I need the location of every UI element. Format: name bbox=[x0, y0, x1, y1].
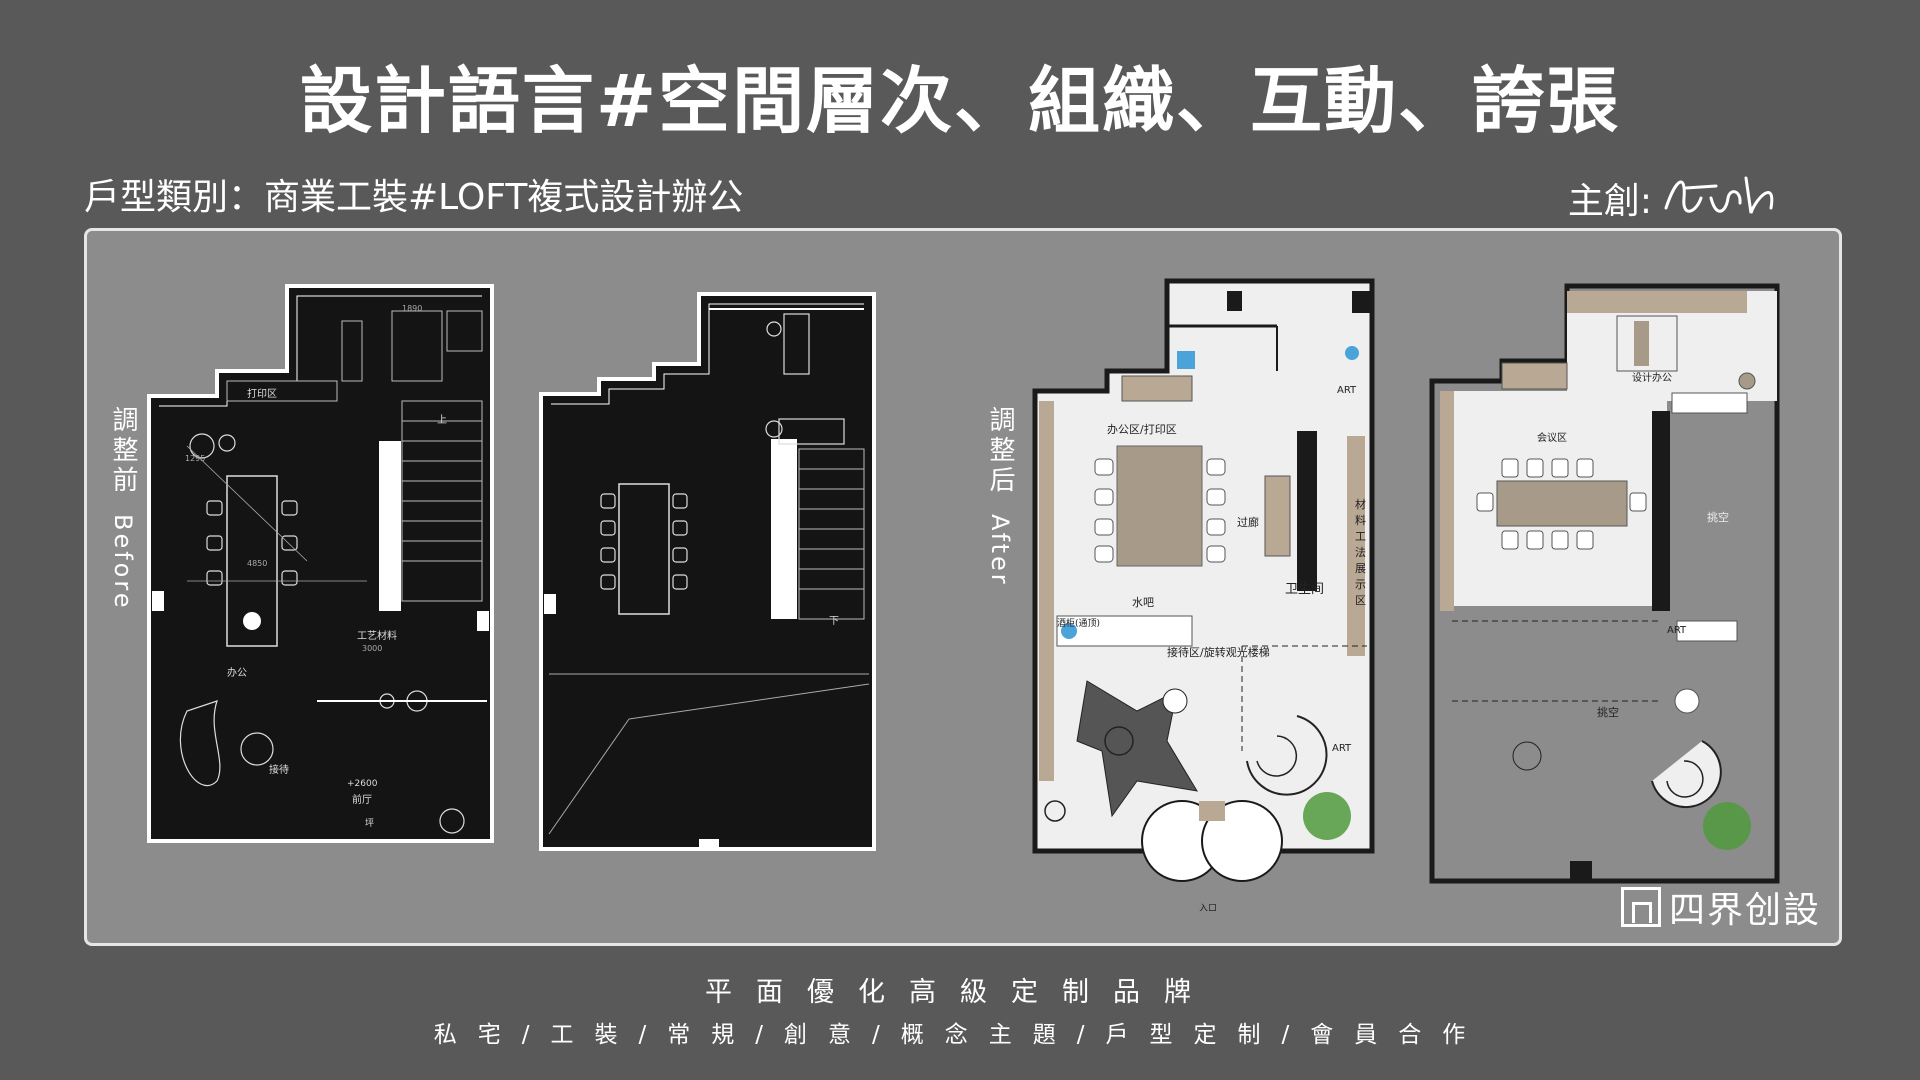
before-label-cn: 調整前 bbox=[108, 406, 138, 496]
plan1-print-label: 打印区 bbox=[247, 387, 277, 400]
plan4-meeting-label: 会议区 bbox=[1537, 431, 1567, 444]
brand-logo-icon bbox=[1620, 887, 1661, 927]
plan3-water-bar-label: 水吧 bbox=[1132, 596, 1154, 609]
plan2-stair-down-label: 下 bbox=[829, 616, 839, 627]
plan1-reception-label: 接待 bbox=[269, 763, 289, 776]
plan-before-upper: 下 bbox=[539, 292, 876, 851]
author: 主創: bbox=[1568, 168, 1786, 228]
plan3-art-label-2: ART bbox=[1332, 743, 1352, 754]
plan1-corner-label: 坪 bbox=[365, 818, 374, 829]
plan3-art-label-1: ART bbox=[1337, 385, 1357, 396]
before-label-en: Before bbox=[109, 514, 137, 611]
plan3-wine-label: 酒柜(通顶) bbox=[1057, 617, 1100, 629]
plan1-elevation-label: +2600 bbox=[347, 779, 378, 789]
plan-after-ground: 卫生间 ART 办公区/打印区 过廊 水吧 酒柜(通顶) 接待区/旋转观光楼梯 … bbox=[1032, 278, 1375, 911]
plan1-dim-3: 3000 bbox=[362, 644, 382, 653]
plan3-corridor-label: 过廊 bbox=[1237, 515, 1259, 529]
brand-name: 四界创設 bbox=[1668, 890, 1821, 931]
plan3-wc-label: 卫生间 bbox=[1285, 582, 1324, 597]
plan1-dim-1: 1295 bbox=[185, 454, 205, 463]
headline: 設計語言#空間層次、組織、互動、誇張 bbox=[299, 59, 1621, 143]
signature-icon bbox=[1664, 176, 1774, 214]
plan1-dim-4: 1890 bbox=[402, 304, 422, 313]
before-label: 調整前 Before bbox=[105, 406, 142, 610]
plan3-office-print-label: 办公区/打印区 bbox=[1107, 422, 1177, 436]
after-label: 調整后 After bbox=[982, 406, 1019, 587]
project-type-subtitle: 戶型類別：商業工裝#LOFT複式設計辦公 bbox=[84, 177, 744, 218]
plan4-design-office-label: 设计办公 bbox=[1632, 371, 1672, 384]
plan3-entry-label: 入口 bbox=[1199, 903, 1217, 911]
plan-before-ground: 打印区 办公 接待 工艺材料 前厅 +2600 1295 4850 3000 1… bbox=[147, 284, 494, 843]
plan1-lobby-label: 前厅 bbox=[352, 793, 372, 806]
after-label-cn: 調整后 bbox=[985, 406, 1015, 496]
footer-services: 私宅/工裝/常規/創意/概念主題/戶型定制/會員合作 bbox=[433, 1022, 1487, 1048]
author-label: 主創: bbox=[1567, 181, 1652, 222]
footer-tagline: 平面優化高級定制品牌 bbox=[705, 977, 1215, 1008]
after-label-en: After bbox=[986, 514, 1014, 587]
plan-after-upper: 设计办公 会议区 挑空 ART 挑空 bbox=[1429, 283, 1780, 884]
plan1-office-label: 办公 bbox=[227, 666, 247, 679]
plan1-stair-up-label: 上 bbox=[437, 414, 447, 426]
floorplan-board: 調整前 Before bbox=[84, 228, 1842, 946]
plan4-void-label-2: 挑空 bbox=[1597, 705, 1619, 719]
plan4-art-label: ART bbox=[1667, 625, 1687, 636]
brand-logo: 四界创設 bbox=[1620, 881, 1821, 933]
plan1-craft-label: 工艺材料 bbox=[357, 629, 397, 642]
plan3-material-label: 材料工法展示区 bbox=[1355, 498, 1366, 607]
plan1-dim-2: 4850 bbox=[247, 559, 267, 568]
plan3-reception-label: 接待区/旋转观光楼梯 bbox=[1167, 645, 1270, 659]
plan4-void-label-1: 挑空 bbox=[1707, 510, 1729, 524]
